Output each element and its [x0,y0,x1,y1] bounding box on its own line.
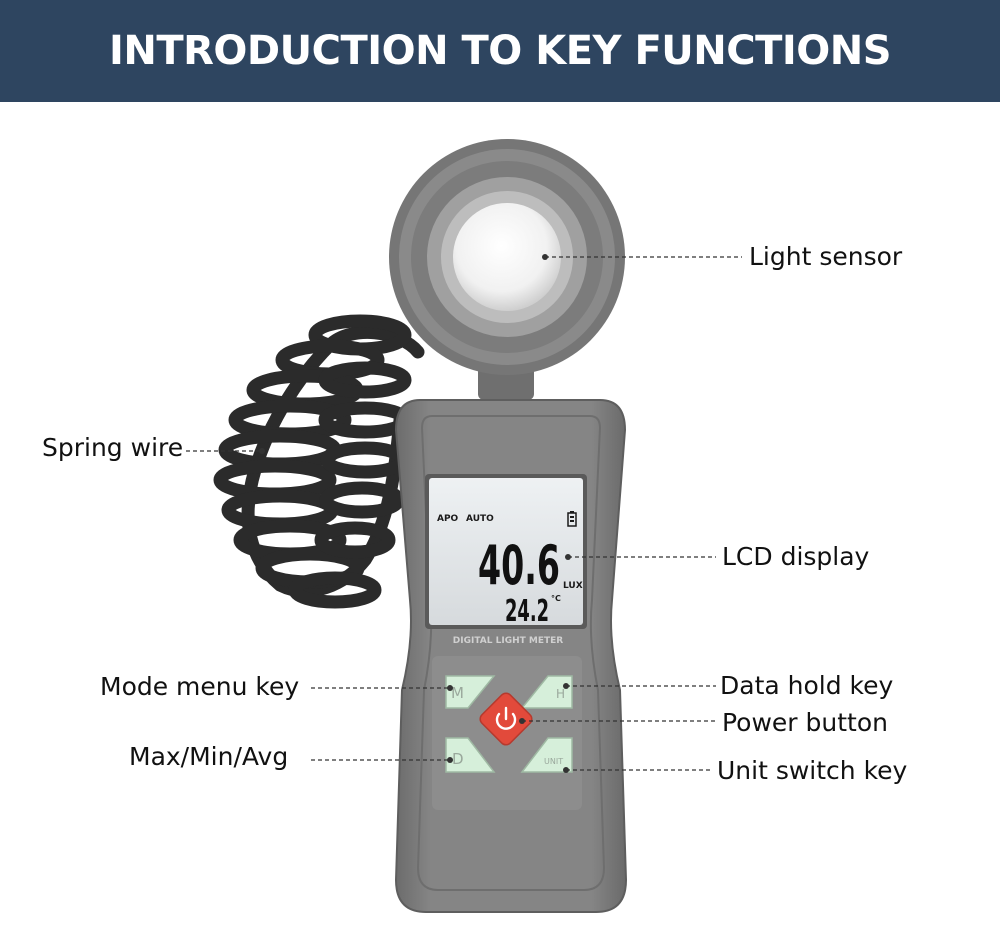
power-button-dot [519,718,525,724]
power-button[interactable] [478,691,535,748]
spring-wire-label: Spring wire [42,433,184,462]
hold-key-label: H [556,687,565,701]
lcd-apo-indicator: APO [437,514,459,524]
lcd-main-reading: 40.6 [478,534,560,597]
light-sensor-head [389,139,625,400]
unit-key-label: UNIT [544,757,563,766]
lcd-secondary-unit: °C [551,594,561,603]
unit-switch-key-label: Unit switch key [717,756,908,785]
max-min-avg-key[interactable]: D [445,737,496,773]
unit-switch-key[interactable]: UNIT [520,737,573,773]
data-hold-key-label: Data hold key [720,671,894,700]
data-hold-key[interactable]: H [520,675,573,709]
power-icon [495,706,517,730]
lcd-display-label: LCD display [722,542,870,571]
spring-wire [213,314,425,609]
mode-key-label: M [451,684,464,702]
lcd-secondary-reading: 24.2 [505,594,549,629]
mode-menu-key[interactable]: M [445,675,496,709]
maxminavg-key-label: D [452,750,464,768]
lcd-display-dot [565,554,571,560]
light-sensor-dot [542,254,548,260]
page-title: INTRODUCTION TO KEY FUNCTIONS [108,28,892,74]
device-name-plate: DIGITAL LIGHT METER [453,636,563,646]
lcd-screen: APO AUTO 40.6 LUX 24.2 °C [425,474,587,629]
max-min-avg-label: Max/Min/Avg [129,742,289,771]
sensor-dome [453,203,561,311]
battery-icon [567,511,577,527]
data-hold-key-dot [563,683,569,689]
max-min-avg-dot [447,757,453,763]
lcd-main-unit: LUX [563,581,583,591]
mode-menu-key-label: Mode menu key [100,672,300,701]
spring-wire-dot [259,448,265,454]
lcd-auto-indicator: AUTO [466,514,494,524]
light-sensor-label: Light sensor [749,242,903,271]
title-banner: INTRODUCTION TO KEY FUNCTIONS [0,0,1000,102]
mode-menu-key-dot [447,685,453,691]
unit-switch-key-dot [563,767,569,773]
power-button-label: Power button [722,708,888,737]
